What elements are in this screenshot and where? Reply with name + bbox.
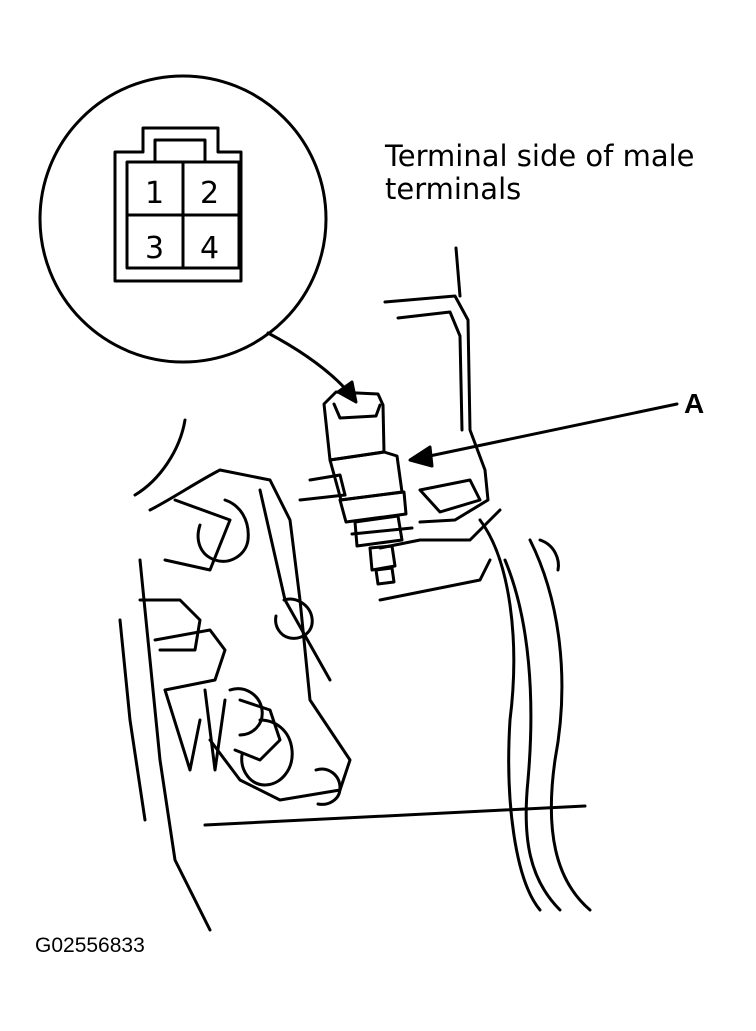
pedal-arm — [478, 518, 592, 912]
terminal-side-caption: Terminal side of male terminals — [385, 140, 695, 206]
pin-1-label: 1 — [145, 176, 164, 211]
floor-line — [203, 804, 587, 827]
caption-line-2: terminals — [385, 172, 522, 206]
switch-body — [322, 390, 414, 586]
connector-detail-circle — [38, 74, 328, 364]
pedal-bracket — [378, 246, 502, 602]
pin-3-label: 3 — [145, 231, 164, 266]
pin-4-label: 4 — [200, 231, 219, 266]
linkage-assembly — [118, 418, 352, 932]
callout-label-a: A — [684, 388, 705, 419]
callout-leader-line — [408, 402, 679, 468]
connector-face — [113, 126, 243, 283]
connector-pin-labels: 1 2 3 4 — [145, 176, 219, 266]
caption-line-1: Terminal side of male — [385, 139, 695, 173]
pin-2-label: 2 — [200, 176, 219, 211]
figure-id: G02556833 — [35, 934, 145, 957]
